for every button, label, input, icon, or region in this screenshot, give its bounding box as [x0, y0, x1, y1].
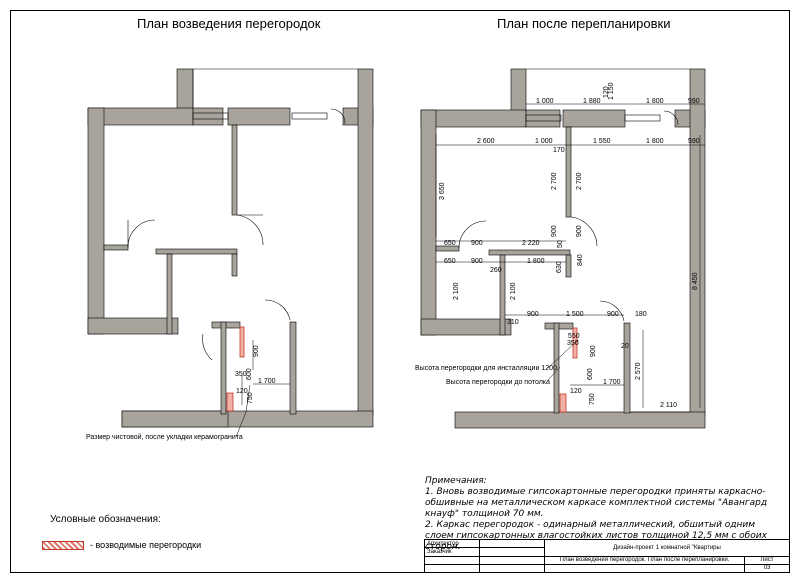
rdim-1800: 1 800 [646, 138, 664, 145]
rdim-600: 600 [587, 368, 594, 380]
notes-heading: Примечания: [425, 476, 487, 486]
rdim-2600: 2 600 [477, 138, 495, 145]
rdim-350: 350 [567, 340, 579, 347]
rdim-900d1: 900 [527, 311, 539, 318]
legend-title: Условные обозначения: [50, 514, 161, 525]
rdim-650a: 650 [444, 240, 456, 247]
rdim-top-1800: 1 800 [646, 98, 664, 105]
rdim-1550: 1 550 [593, 138, 611, 145]
rdim-top-590: 590 [688, 98, 700, 105]
left-dim-900: 900 [253, 345, 260, 357]
rdim-1800b: 1 800 [527, 258, 545, 265]
left-dim-600: 600 [246, 368, 253, 380]
rdim-8450: 8 450 [692, 272, 699, 290]
rdim-1500: 1 500 [566, 311, 584, 318]
rdim-170: 170 [553, 147, 565, 154]
left-dim-750: 750 [247, 392, 254, 404]
stamp-customer: Заказчик [424, 547, 480, 557]
left-dim-1700: 1 700 [258, 378, 276, 385]
rdim-2110: 2 110 [660, 402, 677, 409]
rdim-1700: 1 700 [603, 379, 621, 386]
rdim-top-1000: 1 000 [536, 98, 554, 105]
rdim-2220: 2 220 [522, 240, 540, 247]
left-dim-350: 350 [235, 371, 247, 378]
rdim-top-1150: 1 150 [608, 82, 615, 100]
legend-row: - возводимые перегородки [42, 540, 201, 550]
rdim-2570: 2 570 [635, 362, 642, 380]
rdim-900b: 900 [576, 225, 583, 237]
rdim-1000: 1 000 [535, 138, 553, 145]
rdim-900c1: 900 [471, 240, 483, 247]
rdim-650b: 650 [444, 258, 456, 265]
stamp-project: Дизайн-проект 1 комнатной "Квартиры [544, 539, 790, 557]
rdim-180: 180 [635, 311, 647, 318]
title-block: Архитектор Дизайн-проект 1 комнатной "Кв… [424, 538, 790, 581]
rdim-840: 840 [577, 254, 584, 266]
rdim-900e: 900 [590, 345, 597, 357]
rdim-550: 550 [568, 333, 580, 340]
rdim-260: 260 [490, 267, 502, 274]
rdim-590: 590 [688, 138, 700, 145]
rdim-310: 310 [507, 319, 519, 326]
partition-hatch-swatch [42, 540, 84, 550]
label-install-height: Высота перегородки для инсталляции 1200 [415, 365, 557, 372]
rdim-2100b: 2 100 [510, 282, 517, 300]
rdim-3650: 3 650 [439, 182, 446, 200]
stamp-sheet-title: План возведения перегородок. План после … [544, 555, 745, 565]
rdim-900d2: 900 [607, 311, 619, 318]
left-dim-120: 120 [236, 388, 248, 395]
stamp-sheet-number: 03 [744, 563, 790, 574]
left-plan-title: План возведения перегородок [137, 16, 321, 31]
rdim-20: 20 [621, 343, 629, 350]
rdim-2100a: 2 100 [453, 282, 460, 300]
rdim-50: 50 [557, 240, 564, 248]
rdim-900a: 900 [551, 225, 558, 237]
label-ceiling-height: Высота перегородки до потолка [446, 379, 550, 386]
rdim-2700a: 2 700 [551, 172, 558, 190]
rdim-750: 750 [589, 393, 596, 405]
rdim-top-120: 120 [603, 86, 610, 98]
notes-line-1: 1. Вновь возводимые гипсокартонные перег… [425, 487, 768, 519]
legend-item-label: - возводимые перегородки [90, 540, 202, 550]
stamp-sheet-label: Лист [744, 555, 790, 565]
stamp-architect: Архитектор [424, 538, 480, 549]
rdim-2700b: 2 700 [576, 172, 583, 190]
rdim-top-1880: 1 880 [583, 98, 601, 105]
right-plan-title: План после перепланировки [497, 16, 671, 31]
rdim-900c2: 900 [471, 258, 483, 265]
left-annotation: Размер чистовой, после укладки керамогра… [86, 433, 243, 441]
rdim-630: 630 [556, 261, 563, 273]
drawing-frame [10, 10, 790, 573]
rdim-120: 120 [570, 388, 582, 395]
